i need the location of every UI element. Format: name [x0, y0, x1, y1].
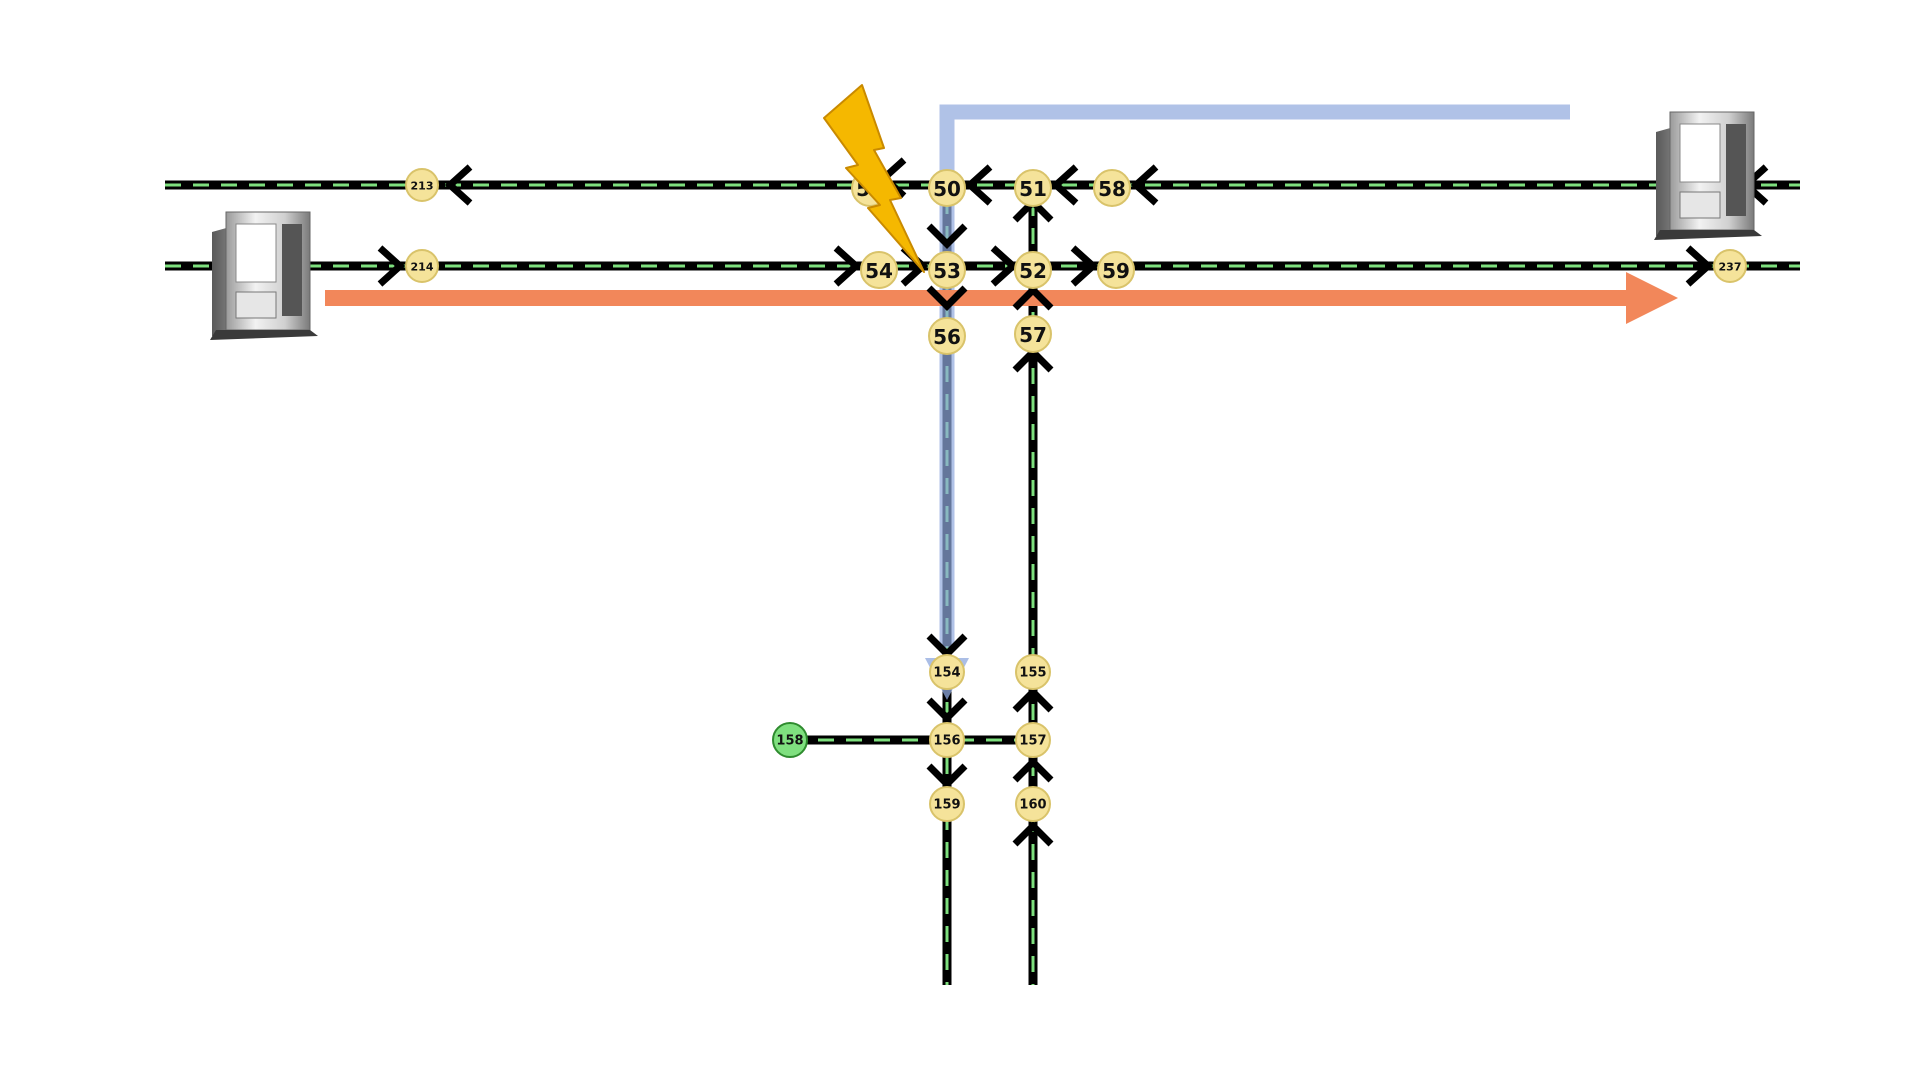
- node-label: 156: [933, 734, 960, 749]
- node-52[interactable]: 52: [1014, 251, 1052, 289]
- direction-chevron-down: [926, 223, 968, 249]
- node-59[interactable]: 59: [1097, 251, 1135, 289]
- node-label: 154: [933, 666, 960, 681]
- direction-chevron-right: [377, 245, 406, 287]
- node-57[interactable]: 57: [1014, 315, 1052, 353]
- node-label: 53: [933, 259, 961, 283]
- node-53[interactable]: 53: [928, 251, 966, 289]
- track-nodes: 2132145550515854535259237565715415515615…: [405, 168, 1747, 822]
- direction-chevron-right: [833, 245, 862, 287]
- node-label: 155: [1019, 666, 1046, 681]
- node-label: 157: [1019, 734, 1046, 749]
- node-158[interactable]: 158: [772, 722, 808, 758]
- lightning-fault-icon: [823, 84, 925, 273]
- node-label: 214: [411, 261, 434, 274]
- direction-chevron-up: [1012, 285, 1054, 311]
- node-label: 57: [1019, 323, 1047, 347]
- direction-chevron-down: [926, 697, 968, 723]
- node-56[interactable]: 56: [928, 317, 966, 355]
- node-label: 159: [933, 798, 960, 813]
- direction-chevron-right: [1070, 245, 1099, 287]
- node-51[interactable]: 51: [1014, 169, 1052, 207]
- node-54[interactable]: 54: [860, 251, 898, 289]
- direction-chevron-down: [926, 285, 968, 311]
- direction-chevron-left: [1050, 164, 1079, 206]
- direction-chevron-left: [964, 164, 993, 206]
- orange-route-arrow: [325, 272, 1678, 324]
- node-label: 56: [933, 325, 961, 349]
- node-label: 54: [865, 259, 893, 283]
- node-157[interactable]: 157: [1015, 722, 1051, 758]
- node-155[interactable]: 155: [1015, 654, 1051, 690]
- node-159[interactable]: 159: [929, 786, 965, 822]
- node-label: 52: [1019, 259, 1047, 283]
- node-label: 59: [1102, 259, 1130, 283]
- node-label: 58: [1098, 177, 1126, 201]
- node-237[interactable]: 237: [1713, 249, 1747, 283]
- node-label: 50: [933, 177, 961, 201]
- node-label: 160: [1019, 798, 1046, 813]
- node-label: 213: [411, 180, 434, 193]
- node-label: 237: [1719, 261, 1742, 274]
- direction-chevron-right: [1685, 245, 1714, 287]
- direction-chevron-up: [1012, 821, 1054, 847]
- node-213[interactable]: 213: [405, 168, 439, 202]
- machine-right-icon: [1654, 111, 1762, 240]
- node-160[interactable]: 160: [1015, 786, 1051, 822]
- direction-chevron-right: [990, 245, 1019, 287]
- direction-chevron-left: [1130, 164, 1159, 206]
- node-label: 51: [1019, 177, 1047, 201]
- node-214[interactable]: 214: [405, 249, 439, 283]
- node-label: 158: [776, 734, 803, 749]
- node-50[interactable]: 50: [928, 169, 966, 207]
- machine-left-icon: [210, 211, 318, 340]
- node-58[interactable]: 58: [1093, 169, 1131, 207]
- node-156[interactable]: 156: [929, 722, 965, 758]
- direction-chevron-down: [926, 763, 968, 789]
- direction-chevron-left: [444, 164, 473, 206]
- direction-chevron-up: [1012, 687, 1054, 713]
- direction-chevron-up: [1012, 757, 1054, 783]
- node-154[interactable]: 154: [929, 654, 965, 690]
